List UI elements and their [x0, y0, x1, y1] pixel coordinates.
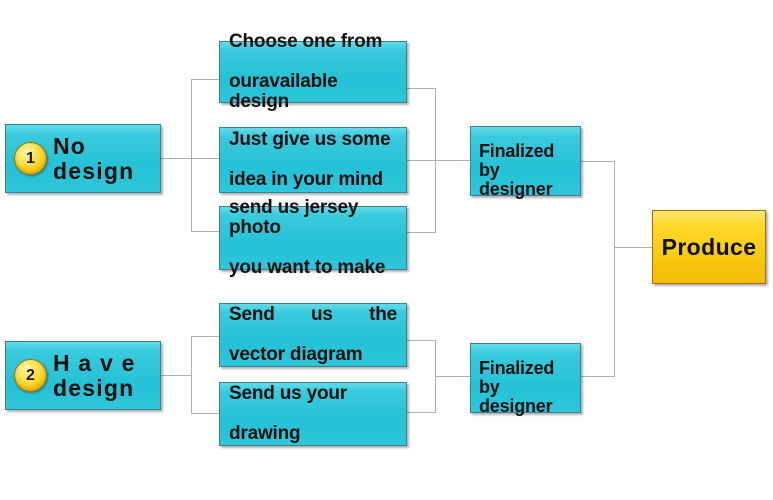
node-send-vector-line-2: vector diagram: [229, 344, 363, 366]
node-have-design[interactable]: 2 H a v e design: [5, 341, 161, 410]
node-send-photo[interactable]: send us jersey photo you want to make: [219, 197, 407, 278]
node-finalize-bottom-line-2: designer: [479, 396, 553, 417]
node-send-photo-line-1: send us jersey photo: [229, 196, 359, 238]
connector-option-2-out: [406, 160, 436, 161]
connector-have-design-spine: [191, 336, 192, 414]
connector-no-design-spine: [191, 79, 192, 232]
connector-have-design-to-option-2: [191, 413, 220, 414]
node-no-design[interactable]: 1 No design: [5, 124, 161, 193]
connector-finalize-top-out: [581, 161, 615, 162]
node-finalize-top-text: Finalized by designer: [479, 123, 572, 199]
node-send-vector-line-1: Send us the: [229, 303, 397, 325]
connector-option-3-out: [406, 232, 436, 233]
node-finalize-top-line-2: designer: [479, 179, 553, 200]
connector-have-design-stub: [161, 375, 192, 376]
connector-option-1-out: [406, 88, 436, 89]
node-produce[interactable]: Produce: [652, 210, 766, 284]
node-give-idea[interactable]: Just give us some idea in your mind: [219, 127, 407, 193]
node-finalize-bottom[interactable]: Finalized by designer: [470, 340, 581, 416]
connector-merge-bottom-to-finalize: [435, 376, 471, 377]
connector-no-design-stub: [161, 158, 192, 159]
connector-option-5-out: [406, 412, 436, 413]
node-send-drawing-line-2: drawing: [229, 423, 301, 445]
node-send-drawing-text: Send us your drawing: [229, 364, 397, 465]
node-send-photo-line-2: you want to make: [229, 257, 386, 279]
node-choose-existing-line-2: ouravailable design: [229, 71, 338, 113]
node-finalize-top-line-1: Finalized by: [479, 140, 555, 180]
connector-no-design-to-option-2: [191, 158, 220, 159]
node-send-vector[interactable]: Send us the vector diagram: [219, 303, 407, 367]
connector-produce-spine: [614, 161, 615, 377]
connector-have-design-to-option-1: [191, 336, 220, 337]
node-send-photo-text: send us jersey photo you want to make: [229, 178, 397, 299]
node-send-drawing-line-1: Send us your: [229, 382, 347, 404]
node-send-vector-text: Send us the vector diagram: [229, 285, 397, 386]
node-finalize-bottom-line-1: Finalized by: [479, 357, 555, 397]
node-send-drawing[interactable]: Send us your drawing: [219, 382, 407, 446]
connector-no-design-to-option-1: [191, 79, 220, 80]
node-have-design-label: H a v e design: [53, 350, 136, 401]
connector-produce-in: [614, 247, 653, 248]
node-no-design-label: No design: [53, 133, 135, 184]
badge-2: 2: [14, 359, 47, 392]
node-give-idea-text: Just give us some idea in your mind: [229, 110, 397, 211]
badge-1: 1: [14, 142, 47, 175]
node-choose-existing-line-1: Choose one from: [229, 30, 383, 52]
node-finalize-bottom-text: Finalized by designer: [479, 340, 572, 416]
connector-option-4-out: [406, 340, 436, 341]
connector-merge-top-to-finalize: [435, 160, 471, 161]
node-choose-existing-text: Choose one from ouravailable design: [229, 12, 397, 133]
connector-finalize-bottom-out: [581, 376, 615, 377]
node-give-idea-line-2: idea in your mind: [229, 169, 383, 191]
node-give-idea-line-1: Just give us some: [229, 128, 391, 150]
node-choose-existing[interactable]: Choose one from ouravailable design: [219, 31, 407, 112]
node-finalize-top[interactable]: Finalized by designer: [470, 123, 581, 199]
connector-no-design-to-option-3: [191, 231, 220, 232]
node-produce-label: Produce: [661, 233, 757, 260]
